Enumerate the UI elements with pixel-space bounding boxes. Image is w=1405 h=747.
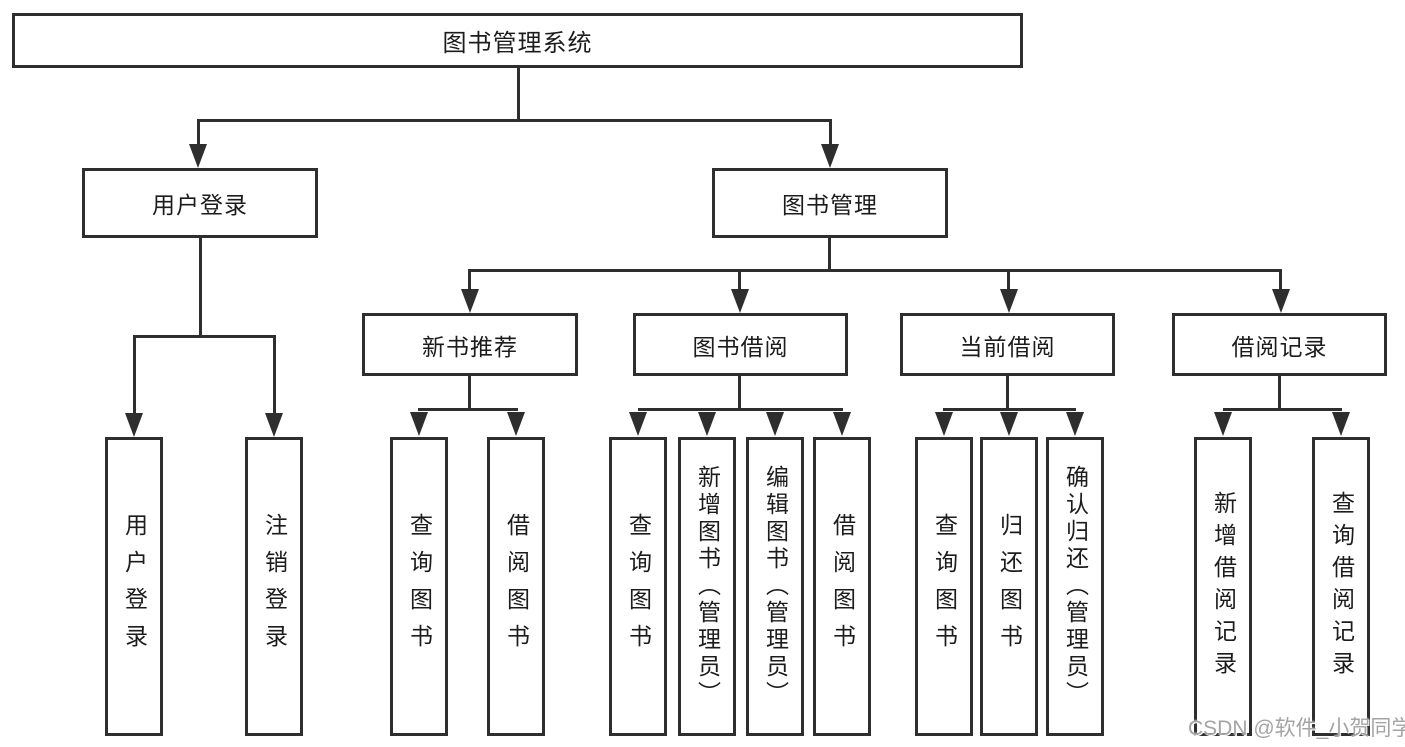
connector-borrowing-rail [638,408,843,411]
connector-drop-current [1007,269,1010,291]
leaf-cb-return: 归还图书 [980,437,1038,736]
leaf-br-add-label: 新增借阅记录 [1210,490,1237,683]
node-new-book: 新书推荐 [362,313,578,376]
node-borrowing: 图书借阅 [633,313,848,376]
leaf-nb-borrow-label: 借阅图书 [503,512,530,661]
arrowhead-user-login [189,144,207,168]
connector-current-stem [1006,376,1009,410]
leaf-nb-query-label: 查询图书 [406,512,433,661]
connector-drop-book-mgmt [829,119,832,146]
leaf-user-login-label: 用户登录 [121,512,148,661]
leaf-bb-borrow: 借阅图书 [813,437,871,736]
leaf-cb-query-label: 查询图书 [931,512,958,661]
leaf-bb-borrow-label: 借阅图书 [829,512,856,661]
connector-drop-borrowing [738,269,741,291]
connector-root-rail [197,119,832,122]
connector-user-login-rail [133,335,276,338]
arrowhead-records [1272,289,1290,313]
arrowhead-new-book [461,289,479,313]
connector-current-rail [943,408,1076,411]
connector-book-mgmt-stem [828,238,831,271]
connector-new-book-stem [468,376,471,410]
connector-records-stem [1278,376,1281,410]
connector-drop-new-book [468,269,471,291]
node-new-book-label: 新书推荐 [422,333,518,360]
leaf-bb-query: 查询图书 [609,437,667,736]
leaf-bb-add-label: 新增图书（管理员） [694,465,721,708]
node-user-login: 用户登录 [82,168,318,238]
connector-records-rail [1223,408,1342,411]
leaf-cb-return-label: 归还图书 [996,512,1023,661]
connector-drop-login [133,335,136,413]
leaf-cb-confirm-label: 确认归还（管理员） [1062,465,1089,708]
node-book-mgmt-label: 图书管理 [782,192,878,218]
arrowhead-login [125,413,143,437]
csdn-watermark: CSDN @软件_小贺同学 [1188,717,1405,740]
arrowhead-bb-add [698,412,716,436]
leaf-logout-label: 注销登录 [261,512,288,661]
arrowhead-nb-query [410,412,428,436]
connector-book-mgmt-rail [469,269,1282,272]
leaf-cb-confirm: 确认归还（管理员） [1046,437,1104,736]
arrowhead-cb-return [1000,412,1018,436]
leaf-cb-query: 查询图书 [915,437,973,736]
connector-drop-records [1279,269,1282,291]
connector-new-book-rail [418,408,518,411]
node-user-login-label: 用户登录 [152,192,248,218]
leaf-bb-edit-label: 编辑图书（管理员） [762,465,789,708]
leaf-user-login: 用户登录 [105,437,163,736]
arrowhead-bb-query [629,412,647,436]
leaf-nb-query: 查询图书 [390,437,448,736]
node-root: 图书管理系统 [12,13,1023,68]
connector-borrowing-stem [738,376,741,410]
node-book-mgmt: 图书管理 [712,168,948,238]
arrowhead-borrowing [731,289,749,313]
leaf-logout: 注销登录 [245,437,303,736]
node-current: 当前借阅 [900,313,1115,376]
leaf-br-add: 新增借阅记录 [1194,437,1252,736]
leaf-br-query-label: 查询借阅记录 [1328,490,1355,683]
node-current-label: 当前借阅 [959,333,1056,360]
node-records-label: 借阅记录 [1231,333,1328,360]
connector-user-login-stem [199,238,202,337]
arrowhead-br-add [1214,412,1232,436]
arrowhead-logout [265,413,283,437]
arrowhead-bb-borrow [833,412,851,436]
leaf-bb-add: 新增图书（管理员） [678,437,736,736]
arrowhead-bb-edit [766,412,784,436]
leaf-nb-borrow: 借阅图书 [487,437,545,736]
connector-drop-logout [273,335,276,413]
arrowhead-br-query [1332,412,1350,436]
connector-drop-user-login [197,119,200,146]
connector-root-stem [517,68,520,120]
leaf-bb-query-label: 查询图书 [625,512,652,661]
node-borrowing-label: 图书借阅 [692,333,789,360]
arrowhead-nb-borrow [507,412,525,436]
node-root-label: 图书管理系统 [442,30,593,57]
arrowhead-book-mgmt [821,144,839,168]
arrowhead-cb-query [935,412,953,436]
arrowhead-current [1000,289,1018,313]
leaf-bb-edit: 编辑图书（管理员） [746,437,804,736]
arrowhead-cb-confirm [1066,412,1084,436]
leaf-br-query: 查询借阅记录 [1312,437,1370,736]
node-records: 借阅记录 [1172,313,1387,376]
